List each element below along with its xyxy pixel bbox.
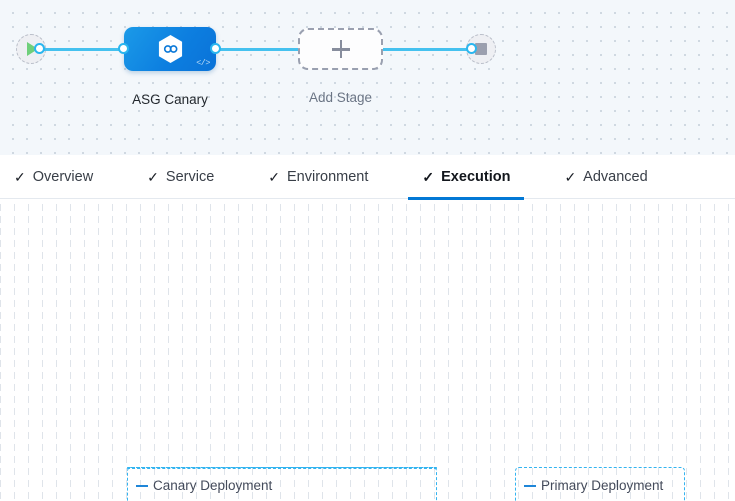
add-stage-button[interactable] [298, 28, 383, 70]
port-start-out[interactable] [34, 43, 45, 54]
group-canary-deployment[interactable] [127, 467, 437, 501]
tab-advanced-label: Advanced [583, 168, 648, 185]
group-primary-deployment[interactable] [515, 467, 685, 501]
execution-canvas[interactable]: Canary Deployment Primary Deployment [0, 199, 735, 501]
tab-overview[interactable]: ✓ Overview [14, 155, 111, 199]
group-label-canary-deployment[interactable]: Canary Deployment [136, 478, 272, 493]
port-stage-in[interactable] [118, 43, 129, 54]
tab-execution[interactable]: ✓ Execution [408, 155, 528, 200]
link-stage-to-add [214, 48, 306, 51]
tab-service-label: Service [165, 168, 215, 185]
minus-icon [524, 484, 536, 487]
plus-icon [331, 40, 350, 58]
code-badge-icon: </> [196, 58, 210, 68]
tab-overview-label: Overview [32, 168, 94, 185]
check-icon: ✓ [564, 168, 577, 185]
tab-execution-label: Execution [441, 168, 511, 185]
pipeline-stage-canvas[interactable]: </> ASG Canary Add Stage [0, 0, 735, 155]
port-stage-out[interactable] [210, 43, 221, 54]
group-label-primary-deployment[interactable]: Primary Deployment [524, 478, 663, 493]
stop-icon [475, 43, 487, 55]
tab-environment[interactable]: ✓ Environment [268, 155, 386, 199]
pipeline-start-node[interactable] [16, 34, 46, 64]
tab-advanced[interactable]: ✓ Advanced [564, 155, 665, 199]
check-icon: ✓ [268, 168, 280, 185]
minus-icon [136, 484, 148, 487]
link-add-to-end [376, 48, 472, 51]
stage-node-asg-canary[interactable]: </> [124, 27, 216, 71]
group-label-primary-text: Primary Deployment [541, 478, 664, 493]
harness-hexagon-icon [157, 34, 184, 64]
stage-label-asg-canary: ASG Canary [132, 92, 208, 107]
add-stage-label: Add Stage [308, 90, 373, 105]
stage-config-tabs[interactable]: ✓ Overview ✓ Service ✓ Environment ✓ Exe… [0, 155, 735, 200]
tab-service[interactable]: ✓ Service [147, 155, 232, 199]
port-end-in[interactable] [466, 43, 477, 54]
link-start-to-stage [38, 48, 134, 51]
check-icon: ✓ [14, 168, 26, 185]
check-icon: ✓ [422, 168, 435, 185]
group-label-canary-text: Canary Deployment [153, 478, 273, 493]
play-icon [27, 42, 38, 56]
tab-environment-label: Environment [287, 168, 369, 185]
check-icon: ✓ [147, 168, 159, 185]
